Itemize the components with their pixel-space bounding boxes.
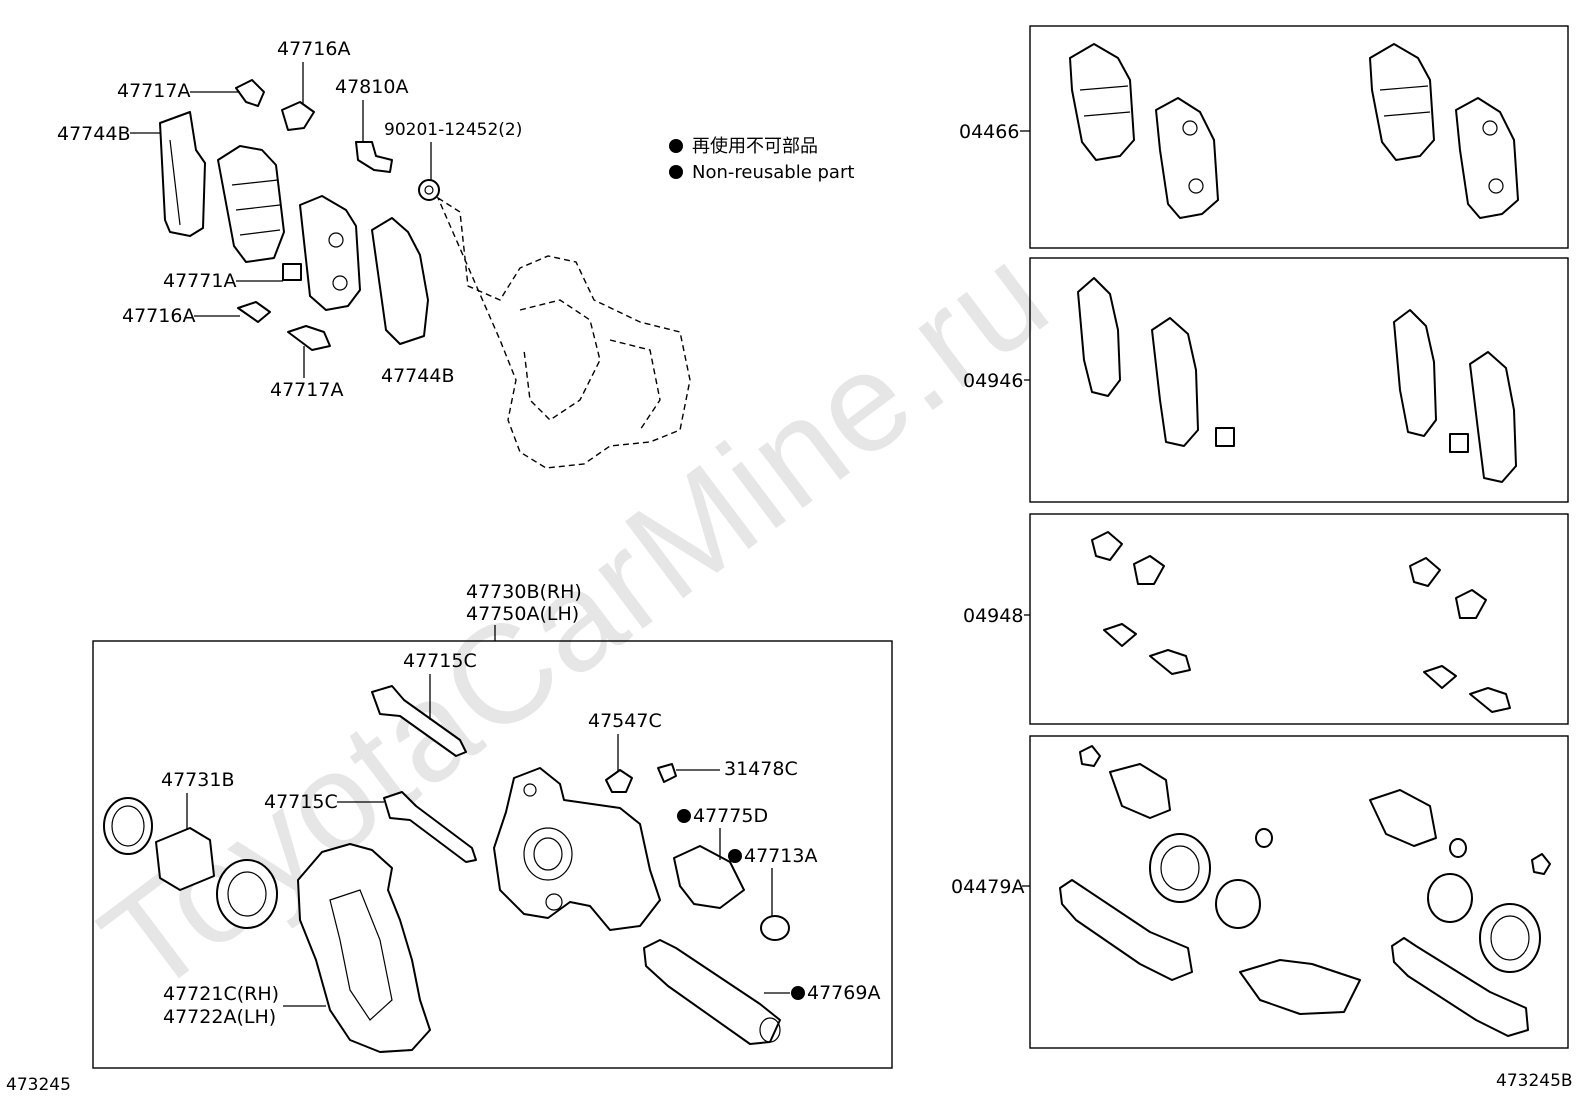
upper-labels: 47716A 47717A 47810A 90201-12452(2) 4774… — [57, 38, 522, 401]
clip-47717A-top-shape[interactable] — [235, 79, 265, 107]
kit-04948-parts — [1091, 531, 1511, 713]
kit-04466-parts — [1069, 43, 1519, 219]
label-47547C[interactable]: 47547C — [588, 710, 662, 732]
caliper-bracket-dashed-shape — [436, 196, 691, 469]
non-reusable-dot-icon — [728, 849, 742, 863]
legend: 再使用不可部品 Non-reusable part — [669, 136, 854, 183]
kit-code-04946[interactable]: 04946 — [963, 370, 1023, 392]
kit-code-04479A[interactable]: 04479A — [951, 876, 1024, 898]
clip-47716A-top-shape[interactable] — [281, 101, 315, 131]
label-47717A-bottom[interactable]: 47717A — [270, 379, 343, 401]
kit-04948-box — [1029, 513, 1569, 725]
legend-en: Non-reusable part — [692, 162, 854, 183]
bracket-47721C-shape[interactable] — [297, 843, 431, 1053]
label-47744B-right[interactable]: 47744B — [381, 365, 454, 387]
pad-outer-shape[interactable] — [299, 195, 361, 311]
label-47713A[interactable]: 47713A — [744, 845, 817, 867]
pin-boot-47769A-shape[interactable] — [643, 939, 781, 1045]
clip-47716A-bottom-shape[interactable] — [237, 301, 271, 323]
label-47715C-top[interactable]: 47715C — [403, 650, 477, 672]
diagram-id-right: 473245B — [1496, 1071, 1573, 1091]
assembly-title-lh[interactable]: 47750A(LH) — [466, 603, 579, 625]
caliper-assembly-box — [92, 640, 893, 1069]
label-47716A-top[interactable]: 47716A — [277, 38, 350, 60]
pad-inner-shape[interactable] — [217, 145, 285, 263]
label-47722A[interactable]: 47722A(LH) — [163, 1006, 276, 1028]
label-47775D[interactable]: 47775D — [693, 805, 768, 827]
kit-code-04466[interactable]: 04466 — [959, 121, 1019, 143]
kit-04479A-parts — [1059, 745, 1551, 1037]
diagram-id-left: 473245 — [6, 1075, 71, 1095]
label-47731B[interactable]: 47731B — [161, 769, 234, 791]
label-31478C[interactable]: 31478C — [724, 758, 798, 780]
bolt-47810A-shape[interactable] — [355, 141, 393, 173]
cap-31478C-shape[interactable] — [657, 763, 677, 783]
label-47716A-bottom[interactable]: 47716A — [122, 305, 195, 327]
assembly-labels: 47715C 47547C 31478C 47731B 47715C 47775… — [161, 650, 880, 1028]
label-47769A[interactable]: 47769A — [807, 982, 880, 1004]
non-reusable-dot-icon — [669, 165, 683, 179]
shim-right-shape[interactable] — [371, 217, 429, 345]
bushing-47713A-shape[interactable] — [760, 915, 790, 941]
kit-04946-parts — [1077, 277, 1517, 483]
label-47744B-left[interactable]: 47744B — [57, 123, 130, 145]
non-reusable-dot-icon — [669, 139, 683, 153]
assembly-parts — [103, 685, 790, 1053]
clip-47717A-bottom-shape[interactable] — [287, 325, 331, 351]
non-reusable-dot-icon — [791, 986, 805, 1000]
caliper-body-shape[interactable] — [493, 767, 661, 931]
label-90201-12452[interactable]: 90201-12452(2) — [384, 120, 522, 140]
label-47810A[interactable]: 47810A — [335, 76, 408, 98]
assembly-title-rh[interactable]: 47730B(RH) — [466, 581, 582, 603]
boot-47775D-shape[interactable] — [673, 845, 745, 909]
seal-boot-shape[interactable] — [216, 859, 278, 929]
pin-47715C-mid-shape[interactable] — [383, 791, 477, 863]
label-47721C[interactable]: 47721C(RH) — [163, 983, 279, 1005]
piston-47731B-shape[interactable] — [155, 827, 215, 891]
label-47715C-mid[interactable]: 47715C — [264, 791, 338, 813]
indicator-47771A-shape[interactable] — [282, 263, 302, 281]
legend-jp: 再使用不可部品 — [692, 136, 818, 157]
kit-04479A-box — [1029, 735, 1569, 1049]
label-47717A-top[interactable]: 47717A — [117, 80, 190, 102]
kit-code-04948[interactable]: 04948 — [963, 605, 1023, 627]
label-47771A[interactable]: 47771A — [163, 270, 236, 292]
washer-90201-shape[interactable] — [418, 179, 440, 201]
upper-pad-group — [159, 79, 691, 469]
non-reusable-dot-icon — [677, 809, 691, 823]
bleeder-47547C-shape[interactable] — [605, 769, 633, 793]
pin-47715C-top-shape[interactable] — [371, 685, 467, 757]
shim-left-shape[interactable] — [159, 111, 206, 237]
kit-04466-box — [1029, 25, 1569, 249]
